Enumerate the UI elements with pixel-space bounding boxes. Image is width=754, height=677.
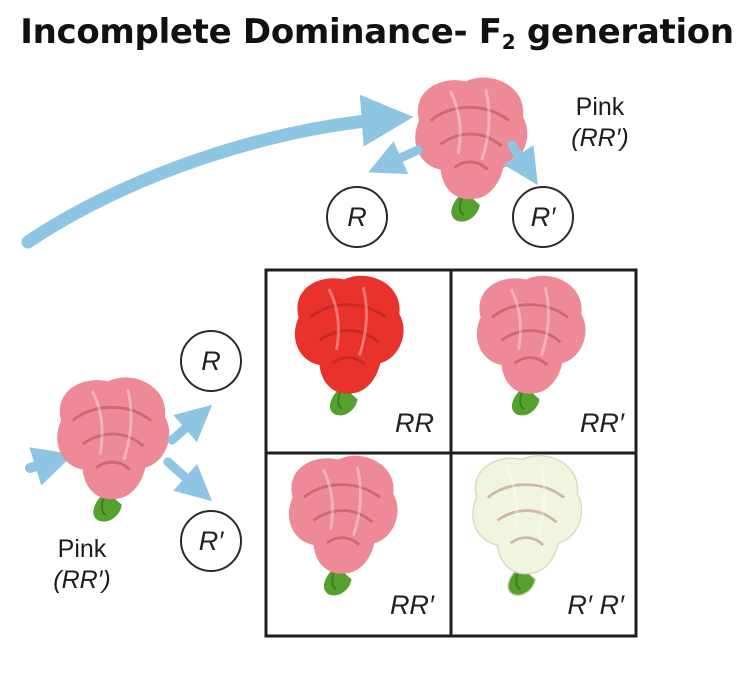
page-title: Incomplete Dominance- F2 generation [20,12,734,54]
cell-genotype-rr: RR [395,408,434,438]
cell-flower-white [471,454,583,597]
cell-flower-rr [293,274,405,417]
left-parent-label: Pink (RR′) [53,535,111,594]
top-allele-r: R [326,186,388,248]
top-parent-label: Pink (RR′) [571,93,629,152]
cell-flower-rr-prime-2 [287,454,399,597]
top-arrow-left [368,141,423,175]
cell-genotype-rr-prime: RR′ [579,408,624,438]
cell-genotype-r-prime-r-prime: R′ R′ [567,590,624,620]
left-allele-r-prime: R′ [180,510,242,572]
top-arrow-right [503,140,538,186]
cell-genotype-rr-prime-2: RR′ [389,590,434,620]
left-arrow-up [167,404,213,445]
cell-flower-rr-prime [475,274,587,417]
left-parent-flower [55,376,171,524]
cross-arrow [21,94,414,249]
top-allele-r-prime: R′ [512,186,574,248]
left-arrow-down [163,457,213,502]
left-in-arrow [25,447,74,486]
left-allele-r: R [180,330,242,392]
